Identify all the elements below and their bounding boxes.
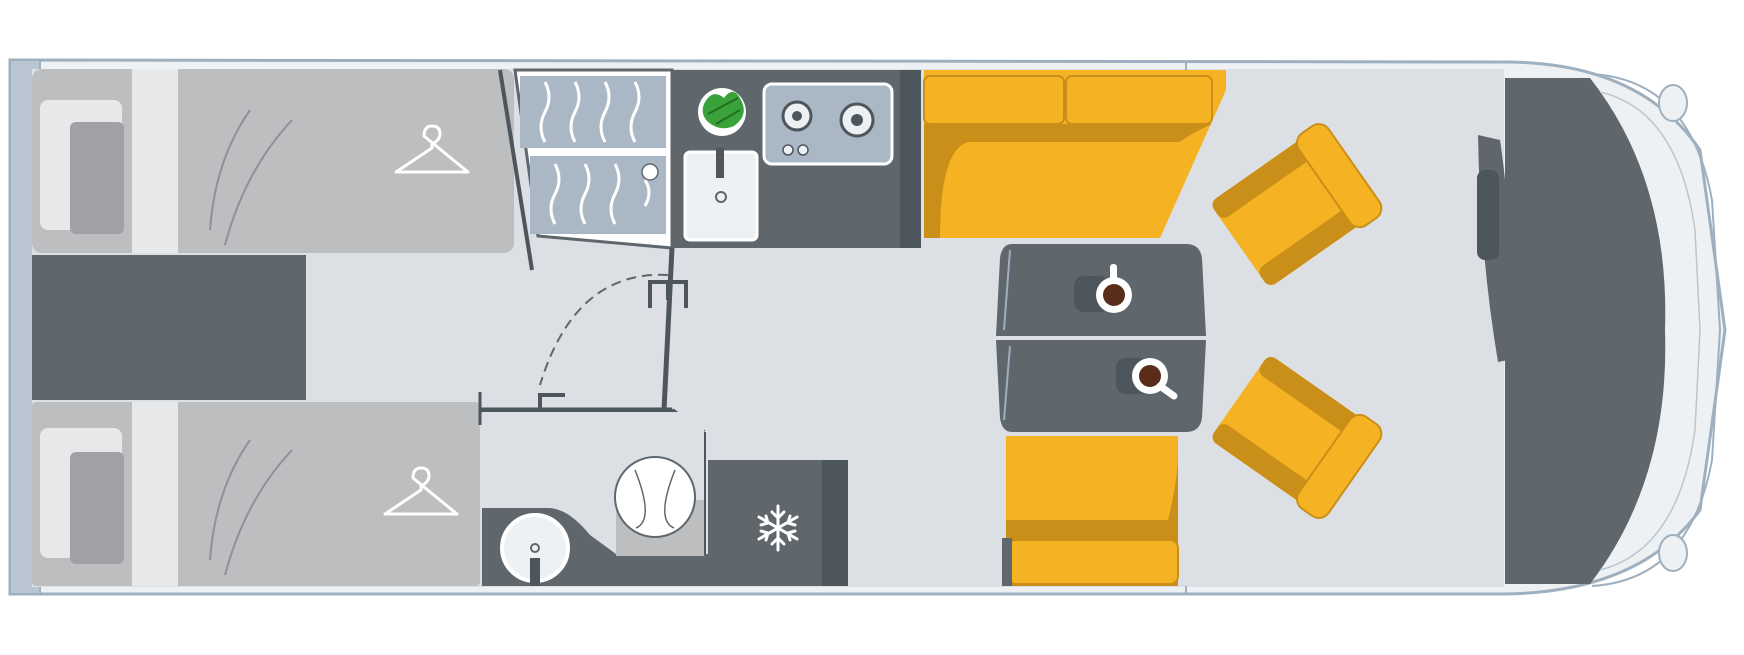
mirror-bottom <box>1658 534 1688 572</box>
mirror-top <box>1658 84 1688 122</box>
snowflake-icon <box>757 504 799 552</box>
sink-tap <box>716 148 724 178</box>
kitchen <box>673 70 921 248</box>
bed-headboard-top <box>132 69 178 253</box>
cab-area <box>1477 73 1722 587</box>
cab-dashboard <box>1505 78 1666 584</box>
sink-icon <box>715 191 727 203</box>
bench-bottom <box>1002 436 1179 586</box>
cab-seat-top <box>1212 123 1383 286</box>
pillow-shade-top <box>70 122 124 234</box>
garage-storage <box>32 255 306 400</box>
coffee-cup-icon <box>1116 358 1178 400</box>
shower-drain <box>641 163 659 181</box>
steering-wheel <box>1477 170 1499 260</box>
hanger-icon <box>394 124 470 174</box>
bed-headboard-bottom <box>132 402 178 586</box>
coffee-cup-icon <box>1074 264 1132 313</box>
toilet-icon <box>614 456 704 556</box>
bathroom <box>482 412 708 586</box>
windscreen-inner <box>1599 91 1701 571</box>
door-swing-arc <box>539 273 669 386</box>
bed-bottom <box>32 402 480 586</box>
shower-waves <box>539 81 651 225</box>
sofa-top-backrest-right <box>1065 75 1213 125</box>
blanket-fold-bottom <box>209 439 293 576</box>
cab-seat-bottom <box>1212 356 1383 519</box>
blanket-fold-top <box>209 109 293 246</box>
fridge <box>708 460 848 586</box>
gas-stove-icon <box>762 82 894 166</box>
sofa-top-backrest-left <box>923 75 1065 125</box>
plant-icon <box>698 88 746 136</box>
pillow-shade-bottom <box>70 452 124 564</box>
sofa-top <box>923 70 1226 238</box>
kitchen-counter-edge <box>900 70 921 248</box>
windscreen-frame <box>1591 73 1722 587</box>
shower-cabinet <box>498 68 674 271</box>
hanger-icon <box>383 466 459 516</box>
table-bottom-half <box>996 340 1206 432</box>
door-handle-top <box>648 280 688 308</box>
bench-backrest <box>1007 539 1179 585</box>
shower-rail <box>498 69 534 271</box>
dinette-table <box>996 244 1206 432</box>
bed-top <box>32 69 514 253</box>
